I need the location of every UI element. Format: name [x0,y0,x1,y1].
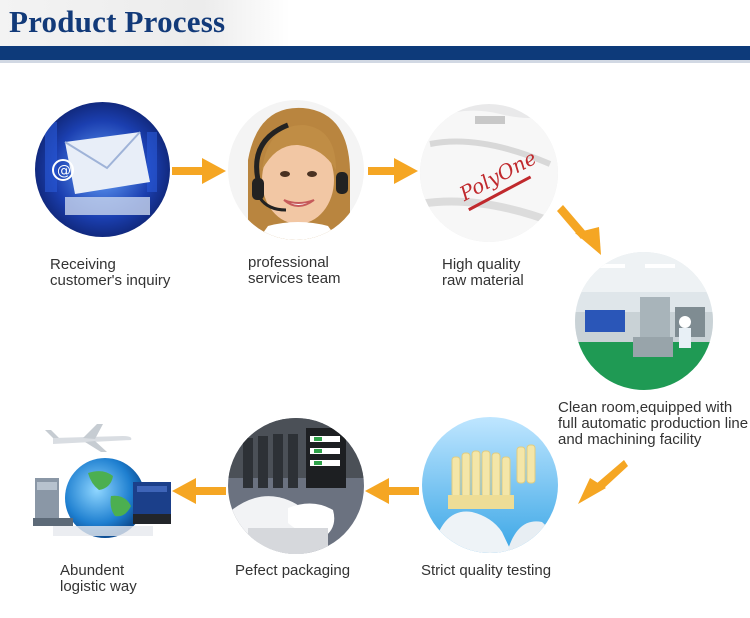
clean-room-icon [575,252,713,390]
arrow-down-left-icon [578,460,628,504]
header-bar-shadow [0,60,750,63]
logistics-globe-icon [33,424,171,538]
arrow-right-icon [368,158,418,184]
step-1-image: @ [35,102,170,237]
header: Product Process [0,0,750,63]
step-6-label: Pefect packaging [235,562,351,579]
arrow-down-right-icon [557,205,601,255]
airplane-icon [45,424,132,452]
raw-material-bag-icon: PolyOne [420,104,558,242]
step-3-image: PolyOne [420,104,558,242]
step-2-label: professional services team [248,254,341,287]
title-box: Product Process [0,0,290,46]
arrow-left-icon [172,478,226,504]
step-5-label: Strict quality testing [421,562,552,579]
step-3-label: High quality raw material [442,256,524,289]
header-bar [0,46,750,60]
page-title: Product Process [9,4,226,39]
step-7-label: Abundent logistic way [60,562,137,595]
step-1-label: Receiving customer's inquiry [50,256,171,289]
step-5-image [422,417,558,553]
step-4-image [575,252,713,390]
step-7-image [33,418,173,556]
support-agent-icon [228,100,364,240]
step-4-label: Clean room,equipped with full automatic … [558,399,749,448]
packaging-icon [228,418,364,554]
svg-text:@: @ [57,163,71,179]
arrow-left-icon [365,478,419,504]
quality-testing-icon [422,417,558,553]
step-6-image [228,418,364,554]
step-2-image [228,100,364,240]
arrow-right-icon [172,158,226,184]
email-inquiry-icon: @ [35,102,170,237]
